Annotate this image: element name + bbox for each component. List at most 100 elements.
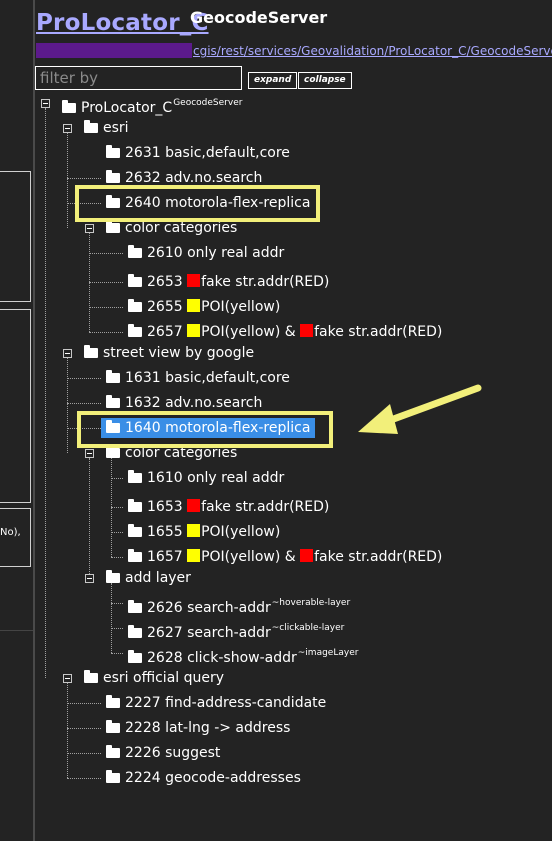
tree-connector bbox=[111, 557, 123, 558]
folder-icon bbox=[106, 220, 120, 233]
folder-icon bbox=[106, 195, 120, 208]
tree-node-label: 1632 adv.no.search bbox=[125, 395, 263, 411]
collapse-toggle-icon[interactable] bbox=[85, 449, 94, 458]
folder-icon bbox=[128, 499, 142, 512]
collapse-toggle-icon[interactable] bbox=[85, 574, 94, 583]
tree-connector bbox=[67, 428, 101, 429]
tree-node-official-query[interactable]: esri official query bbox=[84, 668, 224, 688]
tree-node-esri-color-categories[interactable]: color categories bbox=[106, 218, 237, 238]
tree-connector bbox=[67, 753, 101, 754]
folder-icon bbox=[128, 324, 142, 337]
pane-splitter[interactable] bbox=[33, 0, 35, 841]
folder-icon bbox=[106, 395, 120, 408]
tree-node-suffix: ~hoverable-layer bbox=[271, 598, 351, 608]
tree-node-2626[interactable]: 2626 search-addr~hoverable-layer bbox=[128, 593, 351, 616]
tree-node-label: street view by google bbox=[103, 345, 255, 361]
folder-icon bbox=[128, 625, 142, 638]
tree-node-2226[interactable]: 2226 suggest bbox=[106, 743, 220, 763]
tree-connector bbox=[89, 332, 123, 333]
collapse-toggle-icon[interactable] bbox=[41, 99, 50, 108]
collapse-toggle-icon[interactable] bbox=[85, 224, 94, 233]
tree-node-1657[interactable]: 1657 POI(yellow) & fake str.addr(RED) bbox=[128, 547, 442, 567]
yellow-square-icon bbox=[187, 299, 201, 312]
service-url-text: cgis/rest/services/Geovalidation/ProLoca… bbox=[193, 44, 552, 58]
tree-connector bbox=[89, 307, 123, 308]
tree-node-2228[interactable]: 2228 lat-lng -> address bbox=[106, 718, 290, 738]
tree-node-1610[interactable]: 1610 only real addr bbox=[128, 468, 284, 488]
tree-connector bbox=[111, 653, 123, 654]
tree-node-2653[interactable]: 2653 fake str.addr(RED) bbox=[128, 272, 329, 292]
folder-icon bbox=[106, 170, 120, 183]
filter-input[interactable] bbox=[35, 66, 242, 90]
tree-connector bbox=[67, 403, 101, 404]
tree-node-label: 2640 motorola-flex-replica bbox=[125, 195, 311, 211]
yellow-square-icon bbox=[187, 549, 201, 562]
red-square-icon bbox=[187, 499, 201, 512]
tree-node-label: add layer bbox=[125, 570, 191, 586]
tree-node-2655[interactable]: 2655 POI(yellow) bbox=[128, 297, 280, 317]
tree-node-root[interactable]: ProLocator_CGeocodeServer bbox=[62, 93, 243, 116]
tree-connector bbox=[111, 628, 123, 629]
tree-node-suffix: ~imageLayer bbox=[297, 648, 359, 658]
folder-icon bbox=[106, 420, 120, 433]
tree-node-suffix: GeocodeServer bbox=[173, 98, 243, 108]
tree-connector bbox=[67, 178, 101, 179]
folder-icon bbox=[106, 695, 120, 708]
tree-node-label: 2226 suggest bbox=[125, 745, 221, 761]
tree-node-1640-selected[interactable]: 1640 motorola-flex-replica bbox=[101, 418, 316, 438]
tree-node-2632[interactable]: 2632 adv.no.search bbox=[106, 168, 262, 188]
page-title-link[interactable]: ProLocator_C bbox=[36, 10, 209, 36]
tree-node-label: fake str.addr(RED) bbox=[201, 274, 330, 290]
tree-node-label: POI(yellow) & bbox=[201, 549, 301, 565]
collapse-toggle-icon[interactable] bbox=[63, 124, 72, 133]
left-pane: No), bbox=[0, 0, 32, 841]
red-square-icon bbox=[187, 274, 201, 287]
left-pane-text: No), bbox=[0, 527, 21, 538]
tree-node-label: 2657 bbox=[147, 324, 188, 340]
left-pane-divider bbox=[0, 630, 33, 631]
tree-node-label: 2653 bbox=[147, 274, 188, 290]
left-panel-box bbox=[0, 171, 31, 302]
folder-icon bbox=[128, 549, 142, 562]
tree-node-label: fake str.addr(RED) bbox=[201, 499, 330, 515]
tree-node-1631[interactable]: 1631 basic,default,core bbox=[106, 368, 290, 388]
collapse-toggle-icon[interactable] bbox=[63, 674, 72, 683]
folder-icon bbox=[84, 670, 98, 683]
folder-icon bbox=[128, 600, 142, 613]
tree-node-2640[interactable]: 2640 motorola-flex-replica bbox=[106, 193, 310, 213]
tree-node-2631[interactable]: 2631 basic,default,core bbox=[106, 143, 290, 163]
tree-node-suffix: ~clickable-layer bbox=[271, 623, 345, 633]
folder-icon bbox=[128, 650, 142, 663]
tree-node-1632[interactable]: 1632 adv.no.search bbox=[106, 393, 262, 413]
tree-connector bbox=[67, 358, 68, 453]
tree-node-add-layer[interactable]: add layer bbox=[106, 568, 191, 588]
tree-node-2224[interactable]: 2224 geocode-addresses bbox=[106, 768, 301, 788]
collapse-toggle-icon[interactable] bbox=[63, 349, 72, 358]
tree-node-2610[interactable]: 2610 only real addr bbox=[128, 243, 284, 263]
annotation-arrow-icon bbox=[358, 384, 482, 434]
tree-node-label: ProLocator_C bbox=[81, 100, 173, 116]
tree-connector bbox=[111, 583, 112, 653]
folder-icon bbox=[106, 445, 120, 458]
collapse-button[interactable]: collapse bbox=[298, 72, 352, 89]
tree-connector bbox=[111, 532, 123, 533]
left-panel-box bbox=[0, 508, 31, 567]
tree-node-2657[interactable]: 2657 POI(yellow) & fake str.addr(RED) bbox=[128, 322, 442, 342]
service-url-link[interactable]: cgis/rest/services/Geovalidation/ProLoca… bbox=[36, 43, 552, 58]
tree-node-label: 2224 geocode-addresses bbox=[125, 770, 301, 786]
tree-node-street-view[interactable]: street view by google bbox=[84, 343, 254, 363]
tree-node-1653[interactable]: 1653 fake str.addr(RED) bbox=[128, 497, 329, 517]
tree-node-label: POI(yellow) bbox=[201, 524, 281, 540]
tree-node-esri[interactable]: esri bbox=[84, 118, 129, 138]
tree-node-2628[interactable]: 2628 click-show-addr~imageLayer bbox=[128, 643, 359, 666]
tree-node-2627[interactable]: 2627 search-addr~clickable-layer bbox=[128, 618, 345, 641]
tree-node-label: 1655 bbox=[147, 524, 188, 540]
tree-node-label: esri bbox=[103, 120, 129, 136]
tree-node-label: POI(yellow) bbox=[201, 299, 281, 315]
tree-node-1655[interactable]: 1655 POI(yellow) bbox=[128, 522, 280, 542]
folder-icon bbox=[106, 570, 120, 583]
folder-icon bbox=[106, 720, 120, 733]
expand-button[interactable]: expand bbox=[248, 72, 298, 89]
tree-node-2227[interactable]: 2227 find-address-candidate bbox=[106, 693, 326, 713]
